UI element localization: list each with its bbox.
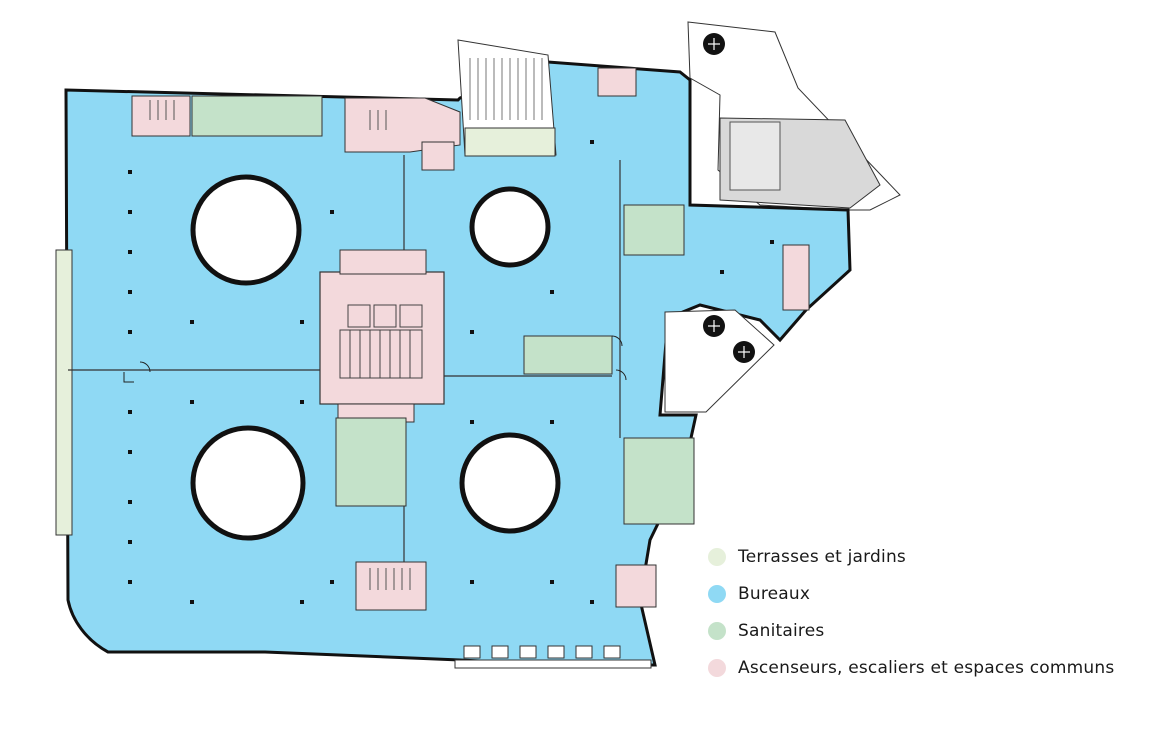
terrace-west [55,249,73,536]
patio-east [664,309,775,413]
legend-swatch-terrasses [708,547,726,566]
door-icon [123,335,627,383]
tree-icon-detail [708,38,750,358]
stair-icon [149,100,411,590]
wc-north [191,95,323,137]
terrace-north [457,39,557,157]
legend-label-sanitaires: Sanitaires [738,620,825,641]
legend-swatch-sanitaires [708,621,726,640]
lobby-north [344,97,461,153]
atrium-sw [190,425,306,541]
partition-lines [68,155,621,562]
legend-label-terrasses: Terrasses et jardins [738,546,906,567]
sanitaires [191,95,695,525]
legend-item-sanitaires: Sanitaires [708,612,1114,649]
central-core [319,271,445,405]
stair-nw [131,95,191,137]
wc-core-south [335,417,407,507]
legend-label-communs: Ascenseurs, escaliers et espaces communs [738,657,1115,678]
legend-swatch-bureaux [708,584,726,603]
south-facade [454,645,652,669]
atrium-nw [190,174,302,286]
wc-east-2 [623,437,695,525]
common-areas [131,67,810,611]
legend-item-terrasses: Terrasses et jardins [708,538,1114,575]
core-stair-icon [339,304,423,379]
atriums [190,174,561,541]
exterior-courtyard [687,21,901,211]
wc-east-1 [623,204,685,256]
stair-east [782,244,810,311]
atrium-se [459,432,561,534]
legend: Terrasses et jardins Bureaux Sanitaires … [708,538,1114,686]
grass-patch [729,121,781,191]
stair-se [615,564,657,608]
columns [128,140,774,604]
core-elevators-north [339,249,427,275]
stair-south [355,561,427,611]
atrium-ne [469,186,551,268]
wc-center-east [523,335,613,375]
legend-item-bureaux: Bureaux [708,575,1114,612]
lift-north [421,141,455,171]
legend-label-bureaux: Bureaux [738,583,811,604]
legend-item-communs: Ascenseurs, escaliers et espaces communs [708,649,1114,686]
stair-ne [597,67,637,97]
legend-swatch-communs [708,658,726,677]
